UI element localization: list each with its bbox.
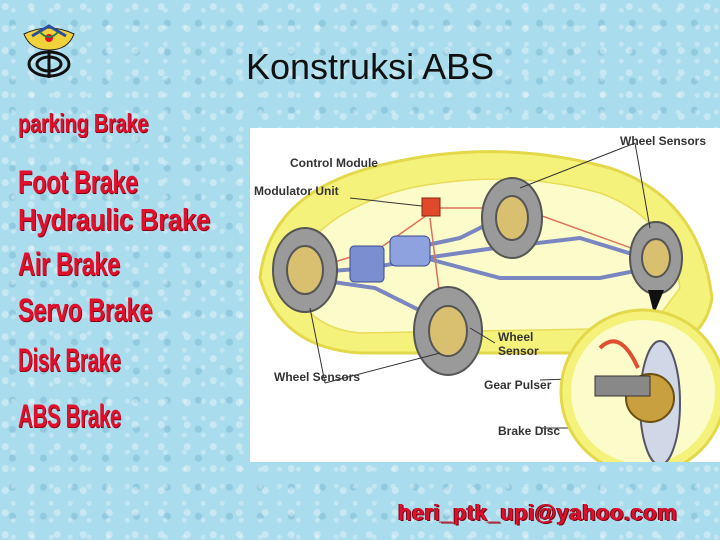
menu-item-parking-brake: parking Brake (18, 108, 149, 138)
abs-construction-diagram: Wheel Sensors Control Module Modulator U… (250, 128, 720, 462)
university-logo-icon (18, 20, 80, 82)
label-brake-disc: Brake Disc (498, 424, 561, 438)
label-wheel-sensor: Wheel Sensor (498, 330, 539, 358)
menu-item-abs-brake: ABS Brake (18, 398, 121, 434)
menu-item-disk-brake: Disk Brake (18, 342, 121, 378)
menu-item-servo-brake: Servo Brake (18, 292, 153, 328)
label-modulator-unit: Modulator Unit (254, 184, 339, 198)
label-wheel-sensors-top: Wheel Sensors (620, 134, 707, 148)
slide-title: Konstruksi ABS (246, 46, 495, 87)
menu-item-foot-brake: Foot Brake (18, 164, 138, 200)
label-wheel-sensors-bottom: Wheel Sensors (274, 370, 361, 384)
label-gear-pulser: Gear Pulser (484, 378, 552, 392)
menu-item-air-brake: Air Brake (18, 246, 120, 282)
wheel (272, 177, 683, 376)
label-control-module: Control Module (290, 156, 378, 170)
contact-email: heri_ptk_upi@yahoo.com (398, 500, 678, 525)
menu-item-hydraulic-brake: Hydraulic Brake (18, 202, 210, 237)
